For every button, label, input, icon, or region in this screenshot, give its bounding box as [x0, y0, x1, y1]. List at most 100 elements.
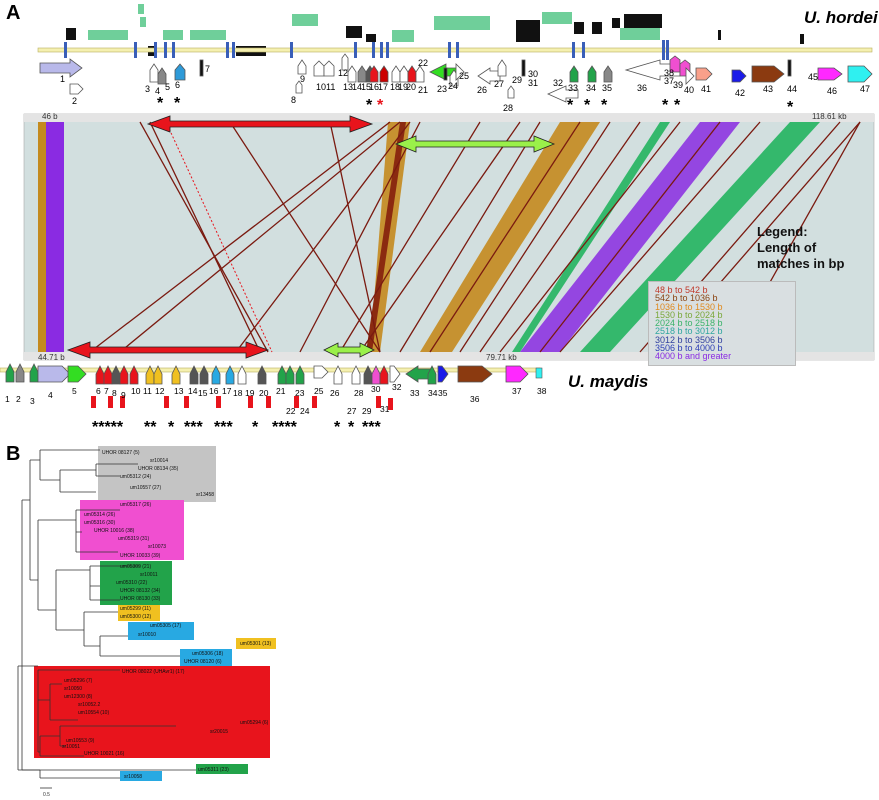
svg-text:19: 19: [245, 388, 255, 398]
svg-text:37: 37: [512, 386, 522, 396]
svg-text:*: *: [567, 97, 574, 114]
svg-text:9: 9: [300, 74, 305, 84]
svg-text:*: *: [348, 419, 355, 436]
svg-text:40: 40: [684, 85, 694, 95]
svg-text:*: *: [584, 97, 591, 114]
svg-text:46: 46: [827, 86, 837, 96]
svg-text:3: 3: [145, 84, 150, 94]
tree-branches: [17, 449, 196, 779]
panel-a-letter: A: [6, 2, 21, 24]
svg-text:25: 25: [459, 71, 469, 81]
svg-text:32: 32: [553, 78, 563, 88]
leaf-label: UHOR 10033 (39): [120, 553, 161, 559]
leaf-label: sr20015: [210, 729, 228, 735]
svg-text:37: 37: [664, 76, 674, 86]
svg-text:2: 2: [72, 96, 77, 106]
legend-title-line: Legend:: [757, 224, 808, 239]
leaf-label: um05312 (24): [120, 474, 151, 480]
clade-box-green: [100, 561, 172, 605]
leaf-label: um05294 (6): [240, 720, 269, 726]
top-track-start: 46 b: [42, 112, 58, 121]
svg-text:11: 11: [326, 82, 335, 92]
svg-text:29: 29: [512, 75, 522, 85]
svg-text:16: 16: [369, 82, 379, 92]
leaf-label: sr10073: [148, 544, 166, 550]
phylogenetic-tree: UHOR 08127 (5) sr10014 UHOR 08134 (35) u…: [17, 446, 276, 798]
svg-text:5: 5: [165, 82, 170, 92]
svg-text:26: 26: [477, 85, 487, 95]
leaf-label: UHOR 08132 (34): [120, 588, 161, 594]
legend-title: Legend: Length of matches in bp: [757, 224, 844, 272]
svg-text:1: 1: [60, 74, 65, 84]
clade-box-yellow: [118, 605, 160, 621]
red-double-arrow-top: [146, 115, 374, 133]
leaf-label: um05314 (26): [84, 512, 115, 518]
clade-box-blue-2: [180, 649, 232, 667]
panel-b-letter: B: [6, 443, 21, 465]
svg-text:39: 39: [673, 80, 683, 90]
leaf-label: sr10010: [138, 632, 156, 638]
svg-text:5: 5: [72, 386, 77, 396]
leaf-label: UHOR 08127 (5): [102, 450, 140, 456]
bottom-asterisks: ******** ******* ****** ***: [92, 419, 381, 436]
bottom-species-label: U. maydis: [568, 372, 649, 391]
svg-text:***: ***: [214, 419, 233, 436]
svg-text:6: 6: [175, 80, 180, 90]
legend-row: 2024 b to 2518 b: [655, 318, 723, 329]
svg-text:*: *: [674, 97, 681, 114]
svg-text:18: 18: [233, 388, 243, 398]
svg-text:2: 2: [16, 394, 21, 404]
svg-text:8: 8: [291, 95, 296, 105]
top-exon-ticks: [64, 40, 669, 60]
leaf-label: UHOR 08120 (6): [184, 659, 222, 665]
svg-text:31: 31: [528, 78, 538, 88]
legend-row: 1530 b to 2024 b: [655, 309, 723, 320]
svg-text:14: 14: [352, 82, 362, 92]
svg-text:27: 27: [347, 406, 357, 416]
leaf-label: um05296 (7): [64, 678, 93, 684]
legend-title-line: Length of: [757, 240, 817, 255]
svg-text:22: 22: [286, 406, 296, 416]
svg-text:4: 4: [155, 86, 160, 96]
svg-text:*: *: [601, 97, 608, 114]
svg-text:14: 14: [188, 386, 198, 396]
leaf-label: UHOR 10021 (16): [84, 751, 125, 757]
svg-text:44: 44: [787, 84, 797, 94]
svg-text:33: 33: [568, 83, 578, 93]
svg-text:*: *: [366, 97, 373, 114]
legend-row: 2518 b to 3012 b: [655, 326, 723, 337]
tree-leaf-labels: UHOR 08127 (5) sr10014 UHOR 08134 (35) u…: [62, 450, 271, 780]
svg-text:47: 47: [860, 84, 870, 94]
svg-text:30: 30: [528, 69, 538, 79]
svg-text:29: 29: [362, 406, 372, 416]
legend-row: 3012 b to 3506 b: [655, 334, 723, 345]
svg-text:24: 24: [300, 406, 310, 416]
svg-text:21: 21: [418, 85, 428, 95]
leaf-label: um05301 (13): [240, 641, 271, 647]
svg-text:12: 12: [338, 68, 348, 78]
leaf-label: um05309 (21): [120, 564, 151, 570]
svg-text:12: 12: [155, 386, 165, 396]
svg-text:****: ****: [272, 419, 298, 436]
leaf-label: um05300 (12): [120, 614, 151, 620]
leaf-label: sr10052.2: [78, 702, 100, 708]
bottom-red-markers: [91, 396, 393, 410]
svg-text:23: 23: [295, 388, 305, 398]
clade-box-blue-3: [120, 771, 162, 781]
leaf-label: sr10011: [140, 572, 158, 578]
svg-text:28: 28: [354, 388, 364, 398]
legend-row: 4000 b and greater: [655, 351, 732, 362]
bottom-track-end: 79.71 kb: [486, 353, 517, 362]
svg-text:17: 17: [378, 82, 388, 92]
svg-text:10: 10: [316, 82, 326, 92]
svg-text:16: 16: [209, 386, 219, 396]
svg-text:*: *: [662, 97, 669, 114]
svg-text:11: 11: [143, 386, 152, 396]
top-track-end: 118.61 kb: [812, 112, 847, 121]
svg-text:30: 30: [371, 384, 381, 394]
svg-text:28: 28: [503, 103, 513, 113]
svg-text:*: *: [252, 419, 259, 436]
clade-box-gray: [98, 446, 216, 502]
svg-text:7: 7: [205, 64, 210, 74]
